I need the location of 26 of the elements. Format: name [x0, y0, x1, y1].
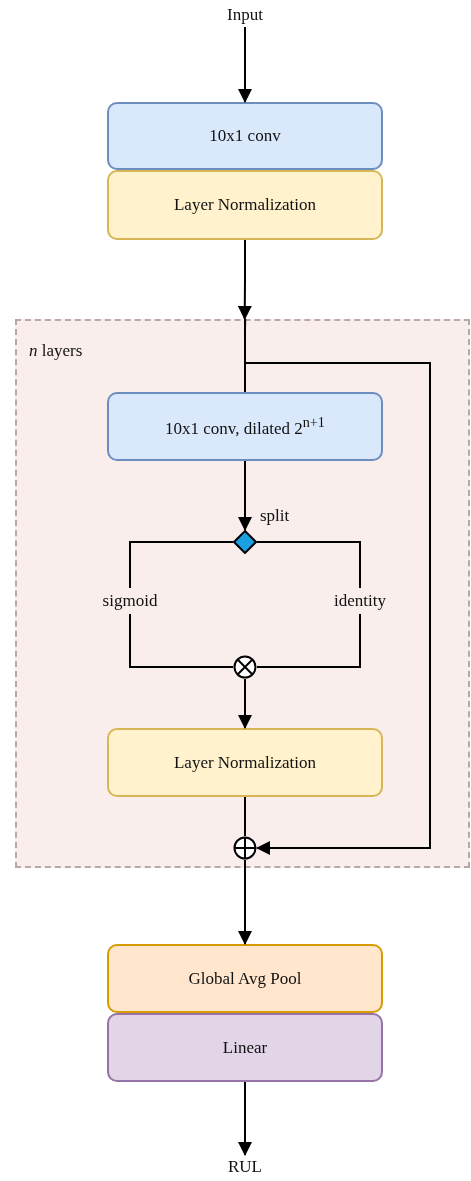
arrow [238, 859, 252, 945]
layer-group [15, 319, 470, 868]
box-label: Layer Normalization [173, 752, 317, 773]
process-box [107, 392, 383, 461]
arrow [238, 1081, 252, 1156]
flow-label: identity [334, 591, 386, 611]
flow-label: sigmoid [102, 591, 158, 611]
box-label: 10x1 conv [209, 126, 281, 146]
process-box [107, 1013, 383, 1082]
arrow [244, 318, 431, 855]
box-label: Global Avg Pool [188, 968, 302, 989]
box-label: Layer Normalization [173, 195, 317, 215]
arrow [238, 678, 252, 729]
arrow [238, 26, 252, 103]
flow-label: RUL [228, 1157, 262, 1177]
process-box [107, 728, 383, 797]
box-label: Linear [222, 1037, 268, 1058]
flow-label: Input [227, 5, 263, 25]
arrow [237, 239, 252, 320]
group-title: n layers [29, 341, 83, 361]
box-label: 10x1 conv, dilated 2$^{n+1}$ [165, 414, 325, 439]
arrow [238, 460, 252, 531]
process-box [107, 102, 383, 170]
process-box [107, 170, 383, 240]
process-box [107, 944, 383, 1013]
split-label: split [260, 506, 290, 526]
